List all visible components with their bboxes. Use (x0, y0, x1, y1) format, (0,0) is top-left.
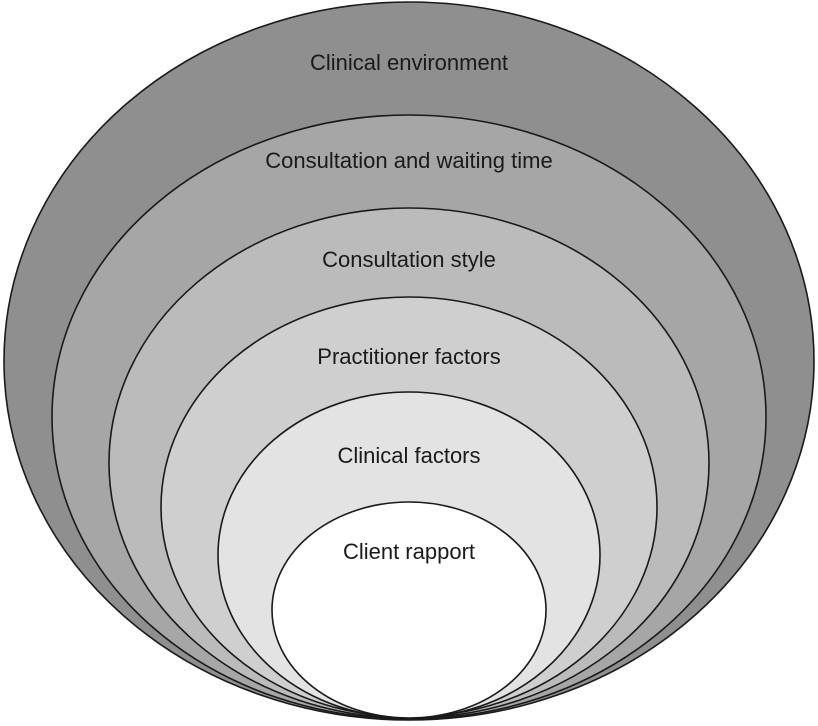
layer-label: Clinical factors (337, 443, 480, 468)
layer-label: Practitioner factors (317, 344, 500, 369)
layer-client-rapport: Client rapport (271, 501, 547, 719)
layer-label: Consultation style (322, 247, 496, 272)
layer-label: Clinical environment (310, 50, 508, 75)
layer-label: Consultation and waiting time (265, 148, 552, 173)
layer-shape (271, 501, 547, 719)
layer-label: Client rapport (343, 539, 475, 564)
